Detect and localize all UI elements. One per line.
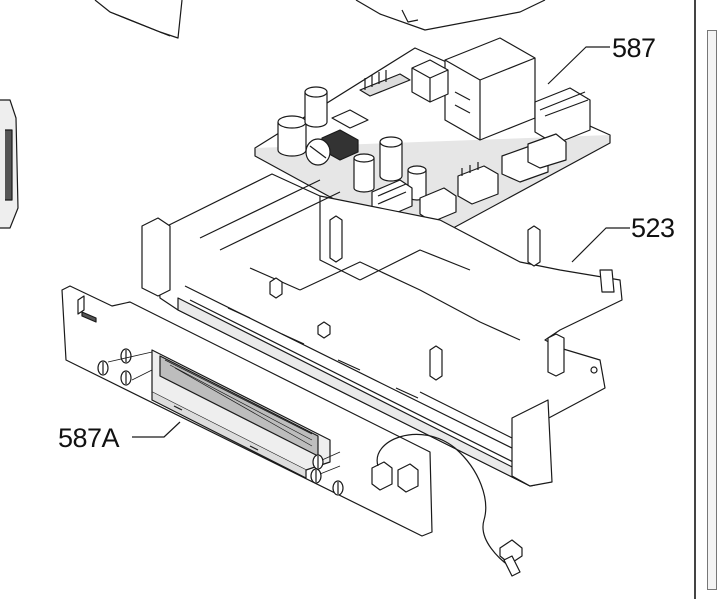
callout-523: 523: [631, 213, 675, 243]
leader-line-587a: [132, 421, 181, 438]
partial-bracket-left: [0, 99, 19, 229]
housing-frame-523: [141, 173, 623, 487]
leader-line-587: [547, 46, 610, 85]
callout-587: 587: [612, 33, 656, 63]
partial-part-top-right: [355, 0, 546, 31]
vertical-scrollbar[interactable]: [707, 30, 717, 590]
partial-part-top-left: [94, 0, 183, 39]
circuit-board-587: [254, 37, 611, 247]
callout-587a: 587A: [58, 423, 120, 453]
leader-line-523: [571, 227, 630, 263]
display-board-587a: [61, 285, 523, 577]
